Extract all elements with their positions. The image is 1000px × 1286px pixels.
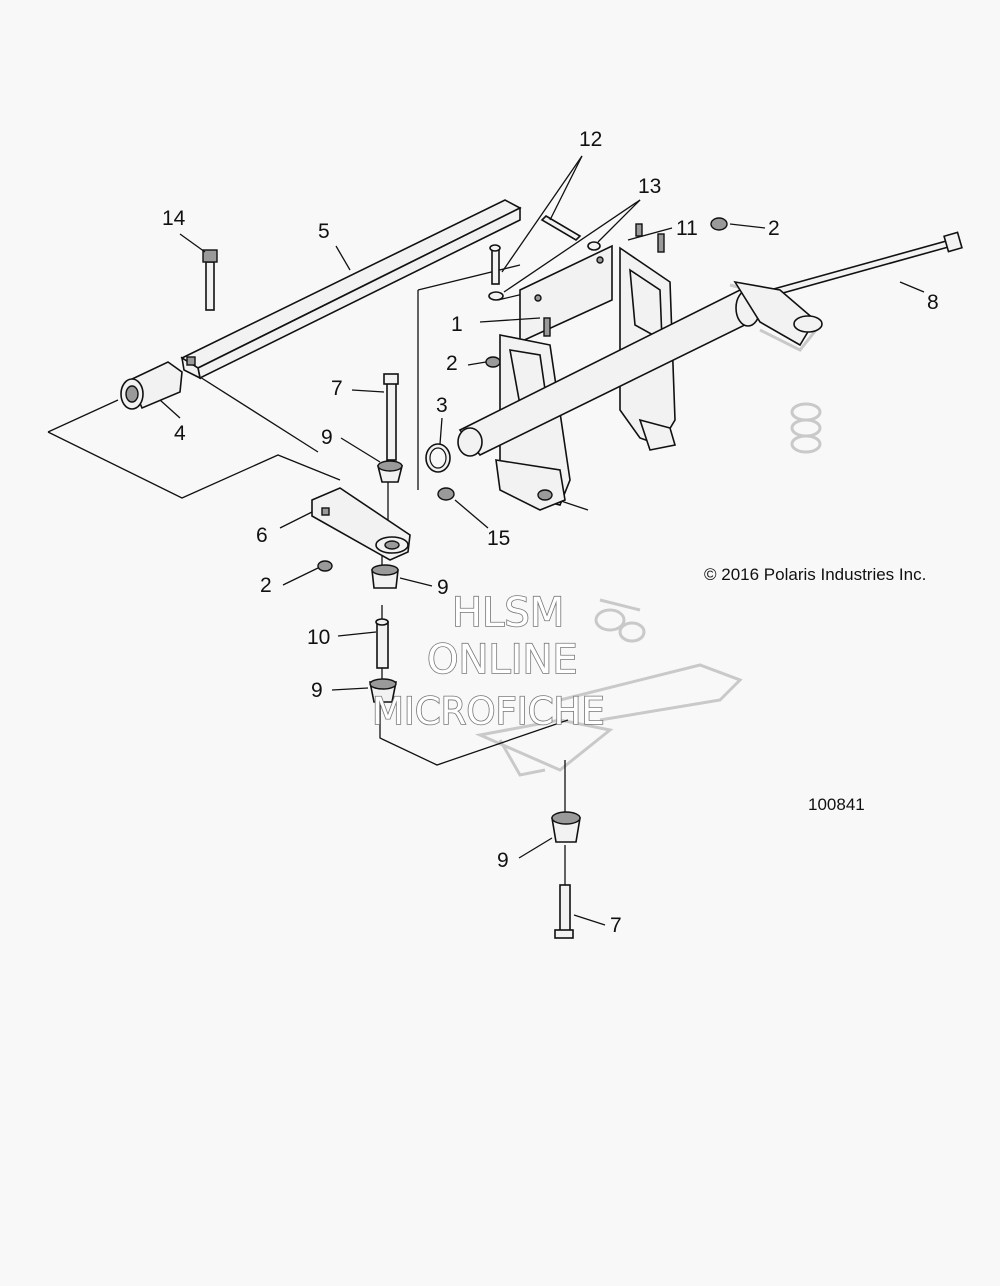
watermark-line-1: HLSM (452, 590, 564, 636)
bolt-part-7-lower (554, 884, 574, 939)
callout-8: 8 (927, 291, 939, 314)
callout-9c: 9 (311, 679, 323, 702)
callout-7b: 7 (610, 914, 622, 937)
callout-2c: 2 (260, 574, 272, 597)
nut-part-2-left (317, 560, 333, 572)
watermark: HLSM ONLINE MICROFICHE (371, 589, 605, 734)
callout-9b: 9 (437, 576, 449, 599)
pin-part-12 (489, 244, 501, 285)
callout-15: 15 (487, 527, 510, 550)
callout-12: 12 (579, 128, 602, 151)
bushing-part-9-lower (369, 678, 397, 703)
square-tube-part-5 (180, 199, 522, 380)
bracket-part-1 (457, 223, 761, 511)
arm-part-6 (311, 487, 411, 561)
nut-part-15 (437, 487, 455, 501)
callout-9d: 9 (497, 849, 509, 872)
bushing-part-9-upper (376, 460, 404, 483)
callout-5: 5 (318, 220, 330, 243)
long-bolt-part-8 (733, 231, 963, 347)
callout-14: 14 (162, 207, 186, 230)
bushing-part-9-mid (371, 564, 399, 589)
watermark-line-3: MICROFICHE (372, 690, 605, 733)
reference-number: 100841 (808, 795, 865, 814)
bolt-part-7-upper (383, 373, 399, 461)
tube-plug-part-4 (120, 361, 183, 410)
watermark-line-2: ONLINE (427, 637, 578, 683)
callout-9a: 9 (321, 426, 333, 449)
bushing-part-9-bottom (551, 811, 581, 843)
callout-leaders (159, 155, 925, 926)
washer-part-13 (488, 241, 601, 301)
nut-part-2-top (710, 217, 728, 231)
callout-13: 13 (638, 175, 661, 198)
callout-2b: 2 (446, 352, 458, 375)
callout-3: 3 (436, 394, 448, 417)
nut-part-2-mid (485, 356, 501, 368)
sleeve-part-10 (375, 618, 389, 669)
callout-7a: 7 (331, 377, 343, 400)
callout-2a: 2 (768, 217, 780, 240)
callout-11: 11 (676, 217, 698, 240)
callout-1: 1 (451, 313, 463, 336)
bolt-part-14 (202, 249, 218, 311)
ring-part-3 (425, 443, 451, 473)
callout-4: 4 (174, 422, 186, 445)
copyright-notice: © 2016 Polaris Industries Inc. (704, 565, 926, 584)
callout-6: 6 (256, 524, 268, 547)
callout-10: 10 (307, 626, 330, 649)
bolt-part-12-top (540, 214, 582, 242)
callouts: 1 2 2 2 3 4 5 6 7 7 8 9 9 9 9 10 11 12 1… (162, 128, 939, 937)
plate-part-11 (519, 244, 613, 344)
